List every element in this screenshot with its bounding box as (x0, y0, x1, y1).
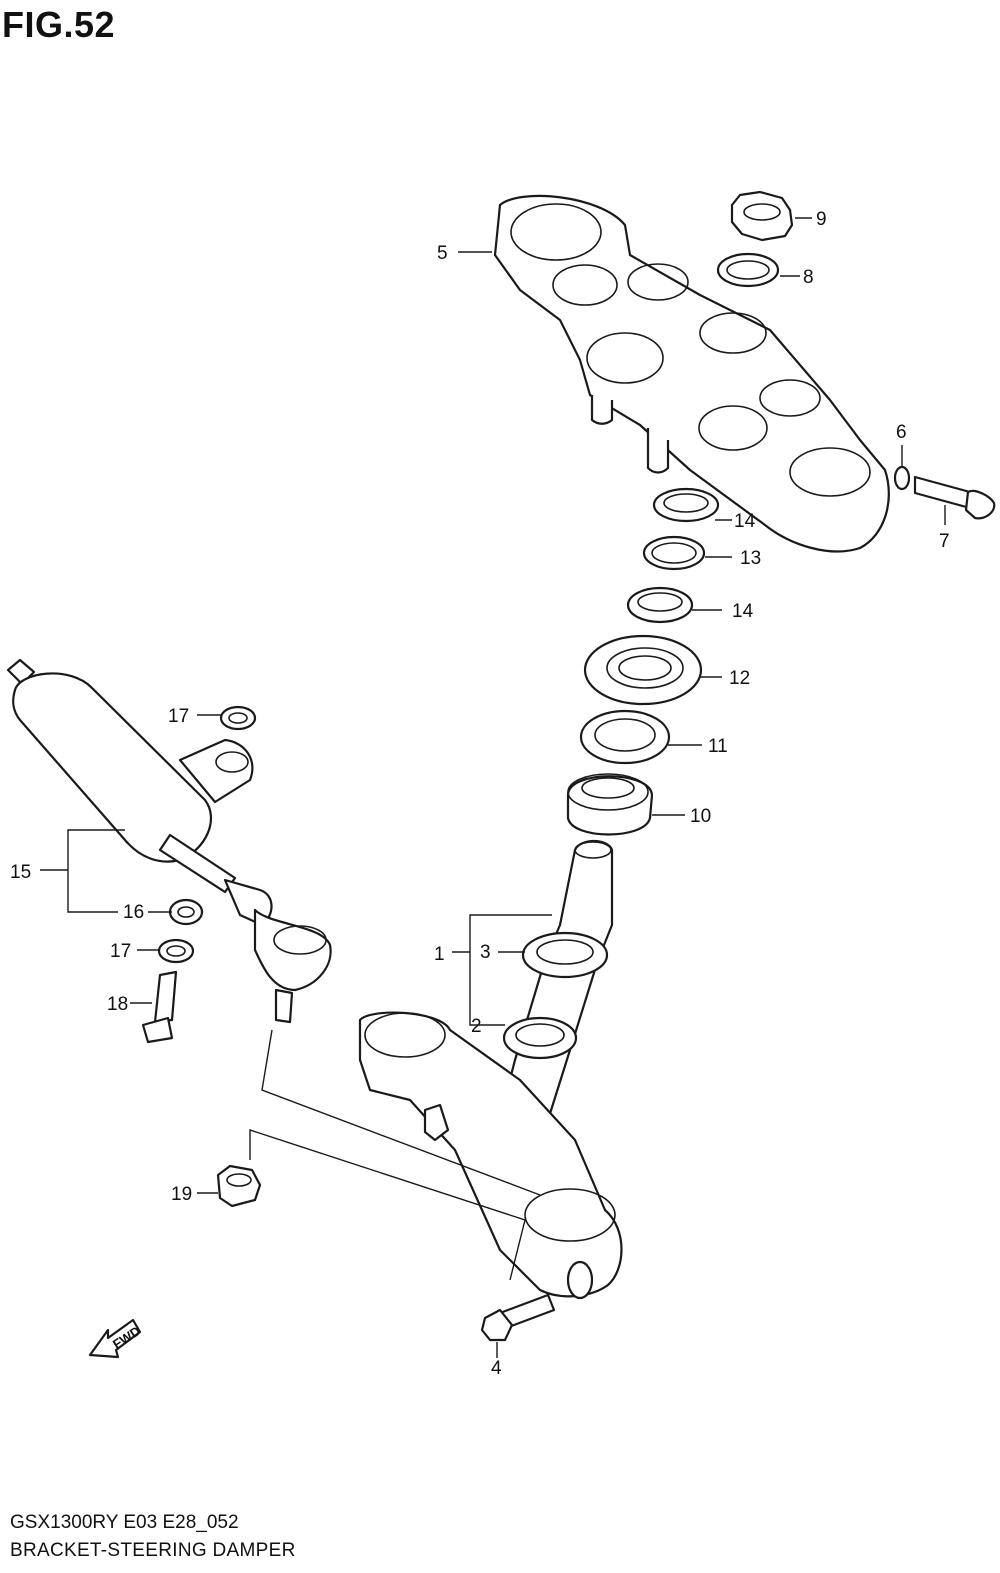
callout-1: 1 (434, 944, 445, 965)
stem-seal (521, 931, 609, 979)
steering-bearing (566, 773, 654, 836)
damper-bolt (141, 970, 178, 1044)
callout-14-lower: 14 (732, 601, 754, 622)
upper-steering-bracket (493, 194, 890, 553)
spacer (168, 898, 204, 926)
dust-seal (583, 634, 703, 706)
callout-5: 5 (437, 243, 448, 264)
bearing-race (579, 709, 671, 765)
callout-18: 18 (107, 994, 128, 1015)
steering-lock-nut-lower (626, 586, 694, 624)
callout-17-lower: 17 (110, 941, 131, 962)
callout-8: 8 (803, 267, 814, 288)
callout-14-upper: 14 (734, 511, 756, 532)
callout-7: 7 (939, 531, 950, 552)
callout-15: 15 (10, 862, 31, 883)
callout-12: 12 (729, 668, 750, 689)
callout-leaders (40, 217, 946, 1358)
callout-6: 6 (896, 422, 907, 443)
steering-damper (6, 658, 332, 1024)
callout-3: 3 (480, 942, 491, 963)
bolt-and-washer (893, 465, 996, 520)
top-nut (730, 190, 794, 242)
assembly-line-damper-end (261, 1029, 541, 1196)
forward-arrow-icon: FWD (88, 1318, 143, 1359)
callout-10: 10 (690, 806, 711, 827)
steering-stem-lower-bracket (358, 839, 623, 1300)
stem-lower-bearing (502, 1016, 578, 1060)
callout-16: 16 (123, 902, 144, 923)
washer (716, 252, 780, 288)
damper-nut (216, 1164, 262, 1208)
callout-2: 2 (471, 1016, 482, 1037)
callout-9: 9 (816, 209, 827, 230)
callout-17-upper: 17 (168, 706, 189, 727)
lock-washer (642, 535, 706, 571)
washer-upper (219, 705, 257, 731)
callout-11: 11 (708, 736, 728, 757)
assembly-line-nut (249, 1129, 526, 1281)
figure-title: FIG.52 (2, 4, 116, 45)
figure-caption: BRACKET-STEERING DAMPER (10, 1540, 296, 1561)
callout-19: 19 (171, 1184, 192, 1205)
callout-4: 4 (491, 1358, 502, 1379)
steering-lock-nut-upper (652, 487, 720, 523)
lower-bracket-bolt (480, 1293, 556, 1342)
model-code: GSX1300RY E03 E28_052 (10, 1512, 239, 1533)
washer-lower (157, 938, 195, 964)
callout-13: 13 (740, 548, 761, 569)
